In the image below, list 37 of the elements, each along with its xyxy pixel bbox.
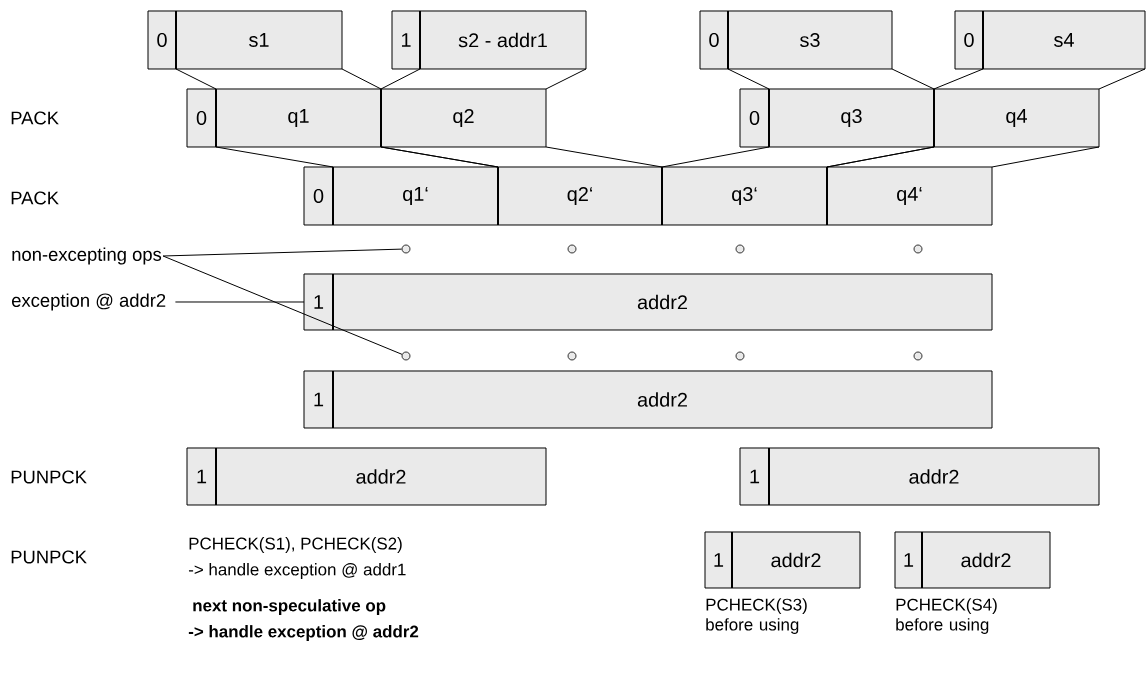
note-text: next non-speculative op <box>193 599 386 615</box>
bit-cell: 1 <box>391 10 421 70</box>
register-field: q4‘ <box>826 166 993 226</box>
note-text: PCHECK(S1), PCHECK(S2) <box>189 537 402 553</box>
mapping-lines <box>175 68 382 90</box>
bit-cell: 1 <box>894 531 923 589</box>
mapping-lines <box>380 146 663 168</box>
bit-cell: 1 <box>186 447 217 506</box>
caption-text: PCHECK(S4) before using <box>896 598 997 634</box>
bit-cell: 0 <box>954 10 984 70</box>
leader-line <box>174 301 305 303</box>
mapping-lines <box>826 146 1100 168</box>
bit-cell: 1 <box>303 273 334 331</box>
bit-cell: 1 <box>704 531 733 589</box>
bit-cell: 1 <box>739 447 770 506</box>
register-field: q4 <box>933 88 1100 148</box>
bit-cell: 0 <box>739 88 770 148</box>
mapping-lines <box>380 68 587 90</box>
leader-line <box>162 255 403 355</box>
bit-cell: 0 <box>147 10 177 70</box>
row-label: PUNPCK <box>11 470 87 484</box>
caption-text: PCHECK(S3) before using <box>706 598 807 634</box>
note-text: -> handle exception @ addr2 <box>188 625 419 641</box>
register-field: q3‘ <box>661 166 828 226</box>
annotation-text: exception @ addr2 <box>12 293 166 311</box>
row-label: PACK <box>11 111 59 125</box>
annotation-text: non-excepting ops <box>12 247 162 265</box>
register-field: q2 <box>380 88 547 148</box>
bit-cell: 0 <box>699 10 729 70</box>
register-field: q2‘ <box>497 166 663 226</box>
bit-cell: 0 <box>186 88 217 148</box>
row-label: PACK <box>11 191 59 205</box>
row-label: PUNPCK <box>11 550 87 564</box>
bit-cell: 1 <box>303 370 334 429</box>
bit-cell: 0 <box>303 166 334 226</box>
leader-line <box>162 248 403 257</box>
note-text: -> handle exception @ addr1 <box>188 563 406 579</box>
